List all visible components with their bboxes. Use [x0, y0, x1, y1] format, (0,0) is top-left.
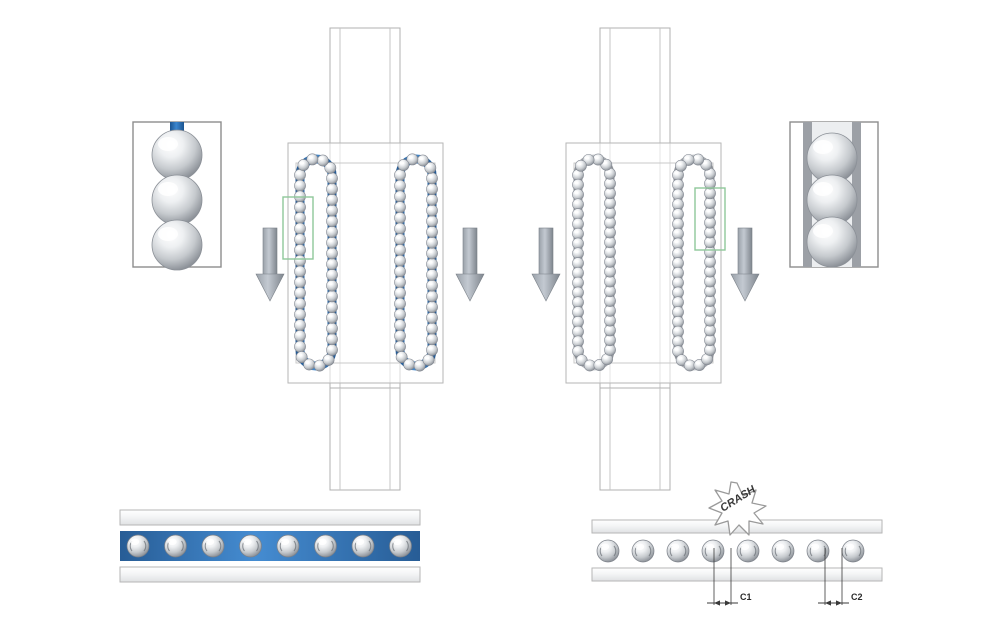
detail-uncaged-balls [789, 121, 879, 268]
detail-highlight-left [282, 196, 314, 260]
detail-highlight-right [694, 187, 726, 251]
detail-right-ball-group [806, 132, 858, 268]
right-carriage-assembly [565, 27, 722, 491]
gap-label-c1: C1 [740, 592, 752, 602]
gap-dimension-c1: C1 [707, 548, 752, 606]
detail-caged-balls [132, 121, 222, 271]
detail-left-ball-group [151, 129, 203, 271]
gap-label-c2: C2 [851, 592, 863, 602]
left-carriage-assembly [287, 27, 444, 491]
caged-ball-strip [119, 509, 421, 583]
gap-dimension-c2: C2 [818, 548, 863, 606]
uncaged-ball-strip: CRASH C1 C2 [591, 481, 883, 606]
